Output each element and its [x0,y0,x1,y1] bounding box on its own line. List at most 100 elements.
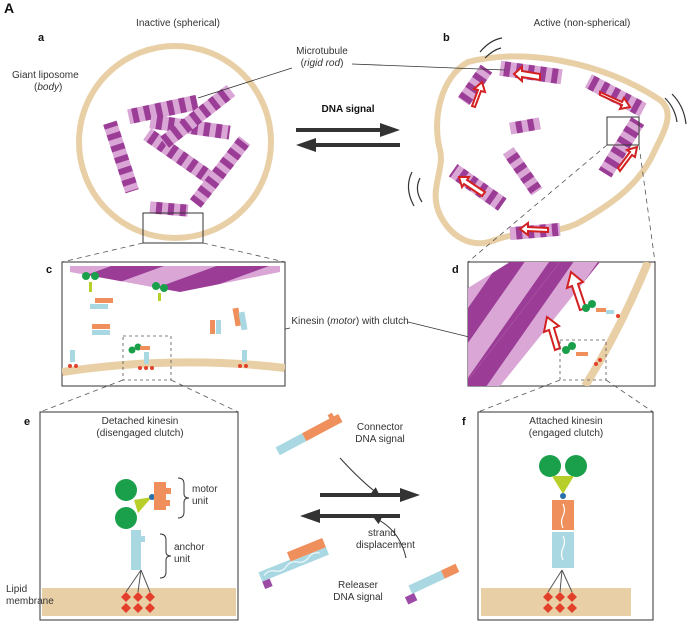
releaser-label-1: Releaser [337,580,379,591]
zoom-lines-top [61,144,656,263]
microtubule [143,128,217,186]
red-arrow-icon [518,221,549,237]
panel-a-title: Inactive (spherical) [136,18,220,29]
motion-arrows-b [457,64,639,237]
dna-strand-icon [232,307,248,331]
anchor-diamonds [543,592,577,613]
red-arrow-icon [512,64,541,84]
anchor-unit-label-2: unit [174,554,191,565]
attached-kinesin [539,455,587,568]
microtubule [509,117,541,135]
strand-label-1: strand [368,528,396,539]
motor-unit-label-1: motor [192,484,218,495]
panel-f-letter: f [462,416,466,428]
anchor-unit-strand [131,530,145,570]
red-arrow-icon [470,80,487,109]
panel-b-title: Active (non-spherical) [533,18,631,29]
released-duplex-icon [258,537,329,590]
dna-signal-arrows [296,123,400,152]
microtubule [502,147,543,196]
anchor-strand [552,532,574,568]
rigid-rod-label: (rigid rod) [300,58,344,69]
microtubule-label: Microtubule [296,46,348,57]
panel-a-letter: a [38,32,45,44]
panel-e-letter: e [24,416,31,428]
microtubule [127,94,199,125]
strand-displacement-arrows [300,457,420,559]
microtubule [159,85,236,149]
lipid-membrane [481,588,631,616]
panel-f-title-2: (engaged clutch) [528,428,604,439]
zoom-lines-bottom [39,379,654,413]
panel-e-title-2: (disengaged clutch) [96,428,184,439]
red-arrow-icon [616,145,639,173]
giant-liposome-label: Giant liposome [12,70,79,81]
connector-strand [154,482,171,510]
panel-c [61,261,286,387]
panel-d [467,261,656,387]
microtubule-segment [468,262,600,386]
zoom-box-d [559,339,607,381]
microtubule [189,136,251,208]
kinesin-neck-icon [134,497,152,513]
panel-e-title-1: Detached kinesin [101,416,179,427]
connector-label-1: Connector [356,422,404,433]
kinesin-head-icon [115,479,137,501]
microtubule [149,201,189,217]
dna-strand-icon [92,324,110,335]
zoom-box-b [606,116,640,146]
anchor-linker [125,569,151,593]
motor-unit-label-2: unit [192,496,209,507]
microtubules-spherical [103,85,251,217]
anchor-linker [547,569,573,593]
panel-e [39,411,239,621]
figure-label: A [4,0,15,16]
membrane-segment [62,358,285,376]
red-arrow-icon [599,90,632,111]
red-arrow-icon [542,315,562,352]
anchor-icon [138,352,154,370]
kinesin-icon [562,342,602,366]
panel-c-letter: c [46,264,53,276]
strand-label-2: displacement [356,540,415,551]
zoom-box-c [122,335,172,381]
microtubule-segment [70,266,280,292]
panel-f [477,411,654,621]
kinesin-neck-icon [552,476,574,494]
kinesin-head-icon [565,455,587,477]
connector-label-2: DNA signal [355,434,405,445]
kinesin-label: Kinesin (motor) with clutch [291,316,409,327]
dna-signal-label: DNA signal [321,104,375,115]
microtubule [457,64,493,106]
anchor-diamonds [121,592,155,613]
microtubule [103,120,139,194]
dna-strand-icon [90,298,113,309]
liposome-spherical [76,43,274,241]
panel-d-letter: d [452,264,459,276]
kinesin-icon [152,282,168,301]
kinesin-head-icon [115,507,137,529]
releaser-label-2: DNA signal [333,592,383,603]
lipid-label-2: membrane [6,596,54,607]
panel-b-letter: b [443,32,450,44]
kinesin-head-icon [539,455,561,477]
dna-strand-icon [210,320,221,334]
kinesin-icon [582,300,620,318]
panel-f-title-1: Attached kinesin [529,416,603,427]
anchor-unit-label-1: anchor [174,542,205,553]
red-arrow-icon [565,270,588,312]
lipid-label-1: Lipid [6,584,28,595]
unit-braces [159,477,190,579]
kinesin-icon [82,272,99,292]
anchor-icon [238,350,248,368]
releaser-dna-icon [404,563,460,605]
zoom-box-a [142,212,204,244]
membrane-segment [581,262,652,386]
vibration-marks [407,37,687,207]
motor-unit [115,479,171,529]
connector-dna-icon [275,412,343,456]
body-label: (body) [34,82,63,93]
anchor-icon [68,350,78,368]
microtubule [598,117,645,178]
